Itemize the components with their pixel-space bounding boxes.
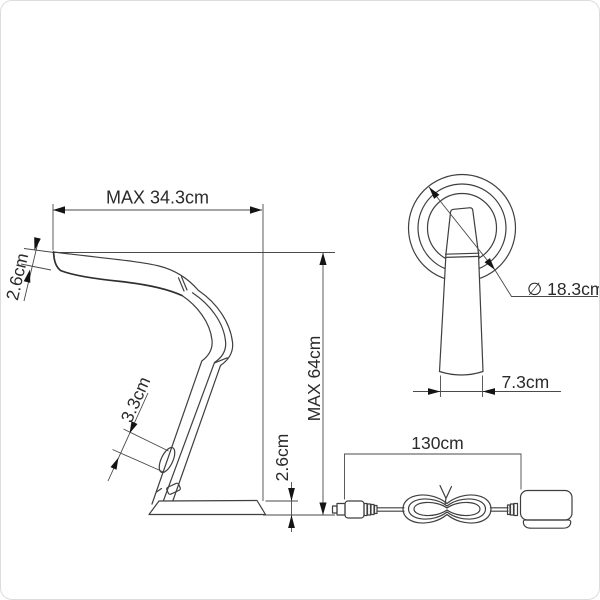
arrowhead-top-icon — [129, 421, 138, 434]
top-reference-line — [23, 248, 335, 253]
arrowhead-top-icon — [429, 187, 440, 199]
arrowhead-top-icon — [288, 488, 295, 501]
lamp-head-seam — [177, 277, 185, 292]
plug-rib — [373, 504, 378, 515]
dimension-line — [23, 237, 40, 302]
plug-rib — [366, 503, 372, 516]
cable-length-label: 130cm — [411, 433, 464, 453]
cable-coil — [402, 484, 492, 524]
dc-plug — [331, 500, 378, 519]
dimension-line — [344, 453, 522, 500]
coil-loop-outer — [402, 494, 492, 524]
arrowhead-right-icon — [250, 206, 262, 214]
dim-column-width: 7.3cm — [413, 372, 561, 397]
cable-tie — [439, 484, 453, 505]
max-height-label: MAX 64cm — [304, 336, 324, 422]
coil-loop-inner — [413, 501, 481, 517]
adapter-body — [519, 489, 573, 521]
arrowhead-left-icon — [428, 388, 441, 395]
neck-mid-line — [162, 292, 227, 502]
lamp-head-top-edge — [52, 251, 200, 292]
lamp-head — [52, 251, 200, 297]
lamp-neck-and-stand — [151, 289, 234, 505]
column-seam — [444, 252, 480, 255]
arrowhead-bottom-icon — [484, 258, 495, 270]
lamp-base — [148, 499, 267, 516]
column-seam — [445, 255, 480, 258]
extension-line — [123, 428, 169, 452]
adapter-rib — [509, 503, 515, 516]
arrowhead-bottom-icon — [110, 457, 119, 470]
adapter-strain-relief — [506, 502, 519, 517]
diameter-label: ∅ 18.3cm — [527, 279, 600, 299]
plug-rib — [370, 503, 375, 516]
column-width-label: 7.3cm — [502, 372, 550, 392]
neck-outer-edge — [172, 289, 234, 502]
stand-detail-tick — [155, 487, 163, 493]
dim-cable-length: 130cm — [344, 433, 522, 500]
lamp-head-bottom-edge — [52, 251, 183, 297]
adapter-bottom-lip — [522, 519, 572, 529]
dim-diameter: ∅ 18.3cm — [428, 186, 600, 299]
arrowhead-right-icon — [482, 388, 495, 395]
rear-column — [438, 207, 484, 376]
arrowhead-bottom-icon — [319, 502, 327, 515]
dim-head-thickness: 2.6cm — [2, 237, 52, 302]
rear-view: ∅ 18.3cm 7.3cm — [407, 173, 600, 397]
coil-loop-middle — [407, 498, 487, 520]
adapter-rib — [513, 502, 519, 517]
plug-body — [344, 500, 365, 519]
extension-line — [112, 449, 164, 473]
base-height-label: 2.6cm — [272, 434, 292, 482]
arrowhead-top-icon — [319, 252, 327, 265]
side-view: MAX 34.3cm 2.6cm — [2, 188, 335, 532]
extension-line — [20, 263, 52, 271]
neck-inner-edge — [151, 294, 213, 505]
arrowhead-top-icon — [34, 237, 41, 251]
switch-length-label: 3.3cm — [117, 374, 155, 426]
power-adapter — [519, 489, 573, 529]
plug-barrel — [336, 502, 346, 516]
plug-rib — [363, 502, 368, 517]
max-width-label: MAX 34.3cm — [106, 188, 209, 208]
dim-max-height: MAX 64cm — [304, 252, 327, 515]
stand-knob — [158, 446, 176, 474]
arrowhead-bottom-icon — [23, 269, 31, 283]
dim-base-height: 2.6cm — [272, 434, 295, 532]
lamp-head-seam — [180, 276, 188, 291]
adapter-rib — [506, 504, 511, 516]
arrowhead-left-icon — [53, 206, 65, 214]
arrowhead-bottom-icon — [288, 515, 295, 528]
neck-seam — [214, 357, 228, 364]
dim-max-width: MAX 34.3cm — [53, 188, 262, 214]
stand-switch-button — [166, 482, 181, 495]
plug-tip — [331, 505, 338, 514]
cable-view: 130cm — [331, 433, 573, 529]
dimension-leader-line — [428, 186, 598, 297]
